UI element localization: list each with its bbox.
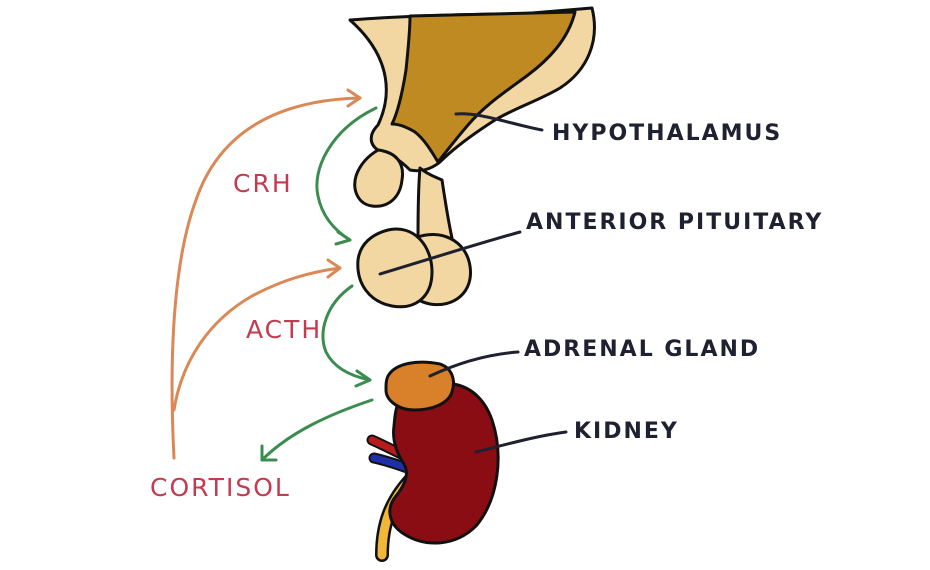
anterior-pituitary-front-lobe xyxy=(356,227,434,309)
kidney xyxy=(388,381,500,545)
label-acth: ACTH xyxy=(246,315,322,344)
leader-adrenal-gland xyxy=(428,350,520,378)
label-kidney: KIDNEY xyxy=(574,419,679,444)
hypothalamus-lobe xyxy=(353,148,405,208)
leader-kidney xyxy=(474,430,568,454)
feedback-arrow-to-hypothalamus xyxy=(170,96,362,460)
acth-arrow xyxy=(321,284,372,382)
hypothalamus-core xyxy=(390,10,577,164)
feedback-arrow-to-pituitary xyxy=(172,266,342,412)
label-adrenal-gland: ADRENAL GLAND xyxy=(524,337,760,362)
cortisol-arrow xyxy=(260,398,374,462)
label-hypothalamus: HYPOTHALAMUS xyxy=(552,121,782,146)
leader-hypothalamus xyxy=(454,112,544,132)
label-cortisol: CORTISOL xyxy=(150,473,291,502)
leader-anterior-pituitary xyxy=(378,230,522,276)
pituitary-stalk xyxy=(416,166,454,240)
crh-arrow xyxy=(315,106,378,242)
label-anterior-pituitary: ANTERIOR PITUITARY xyxy=(526,210,823,235)
label-crh: CRH xyxy=(233,169,293,198)
